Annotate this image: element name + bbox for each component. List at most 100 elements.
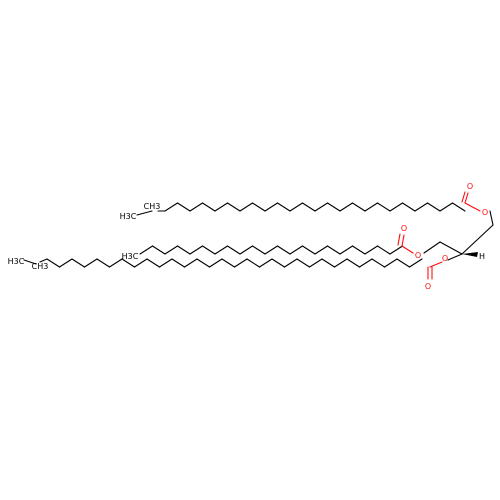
top-chain-bond xyxy=(339,202,354,212)
bottom-chain-bond xyxy=(383,258,398,268)
bottom-chain-bond xyxy=(108,258,123,268)
middle-chain-bond xyxy=(201,245,216,255)
top-chain-bond xyxy=(414,202,429,212)
bottom-chain-bond xyxy=(133,258,148,268)
middle-chain-bond xyxy=(289,245,304,255)
top-chain-bond xyxy=(176,202,191,212)
bottom-chain-bond xyxy=(221,258,236,268)
top-chain-bond xyxy=(164,202,179,212)
bottom-chain-bond xyxy=(196,258,211,268)
middle-carbonyl-bond xyxy=(397,233,401,246)
bottom-chain-bond xyxy=(46,258,61,268)
top-chain-bond xyxy=(401,202,416,212)
bottom-chain-bond xyxy=(71,258,86,268)
bottom-chain-bond xyxy=(358,258,373,268)
top-chain-bond xyxy=(451,202,466,212)
middle-ester-bond xyxy=(401,245,414,254)
bottom-chain-bond xyxy=(208,258,223,268)
bond-layer xyxy=(23,191,494,280)
glycerol-bond xyxy=(461,224,494,255)
top-chain-bond xyxy=(326,202,341,212)
middle-chain-bond xyxy=(239,245,254,255)
stereo-hydrogen: H xyxy=(479,252,485,261)
glycerol-bond xyxy=(439,241,463,255)
glycerol-bond xyxy=(423,241,441,254)
bottom-chain-bond xyxy=(58,258,73,268)
methyl-label-top-branch: CH3 xyxy=(144,202,161,211)
middle-chain-bond xyxy=(151,245,166,255)
middle-chain-bond xyxy=(164,245,179,255)
bottom-chain-bond xyxy=(121,258,136,268)
bottom-branch-bond xyxy=(39,258,48,263)
top-chain-bond xyxy=(426,202,441,212)
bottom-chain-bond xyxy=(233,258,248,268)
middle-chain-bond xyxy=(139,245,154,255)
middle-chain-bond xyxy=(176,245,191,255)
top-chain-bond xyxy=(264,202,279,212)
bottom-ethyl-bond xyxy=(23,259,37,265)
top-carbonyl-bond xyxy=(461,191,466,203)
top-chain-bond xyxy=(364,202,379,212)
top-chain-bond xyxy=(239,202,254,212)
bottom-chain-bond xyxy=(396,258,411,268)
top-chain-bond xyxy=(276,202,291,212)
middle-chain-bond xyxy=(251,245,266,255)
carbonyl-oxygen-top: O xyxy=(467,182,473,191)
bottom-chain-bond xyxy=(258,258,273,268)
middle-chain-bond xyxy=(189,245,204,255)
bottom-ester-bond xyxy=(429,261,443,268)
middle-chain-bond xyxy=(376,245,391,255)
top-carbonyl-bond xyxy=(464,192,469,204)
bottom-chain-bond xyxy=(171,258,186,268)
methyl-label-bottom-end: H3C xyxy=(8,257,25,266)
top-ethyl-bond xyxy=(136,210,153,216)
ester-oxygen-bottom: O xyxy=(442,254,448,263)
bottom-chain-bond xyxy=(83,258,98,268)
middle-carbonyl-bond xyxy=(401,234,405,247)
bottom-chain-bond xyxy=(146,258,161,268)
bottom-chain-bond xyxy=(333,258,348,268)
middle-chain-bond xyxy=(264,245,279,255)
middle-chain-bond xyxy=(276,245,291,255)
top-chain-bond xyxy=(226,202,241,212)
top-chain-bond xyxy=(351,202,366,212)
methyl-label-top-end: H3C xyxy=(120,212,137,221)
middle-chain-bond xyxy=(226,245,241,255)
bottom-chain-bond xyxy=(296,258,311,268)
top-chain-bond xyxy=(439,202,454,212)
atom-label-layer: O O O O O O H H3C CH3 H3C H3C CH3 xyxy=(8,182,489,291)
middle-chain-bond xyxy=(301,245,316,255)
top-chain-bond xyxy=(189,202,204,212)
bottom-chain-bond xyxy=(346,258,361,268)
bottom-chain-bond xyxy=(321,258,336,268)
bottom-chain-bond xyxy=(271,258,286,268)
bottom-chain-bond xyxy=(158,258,173,268)
top-ester-bond xyxy=(464,202,481,212)
methyl-label-bottom-branch: CH3 xyxy=(32,262,49,271)
carbonyl-oxygen-bottom: O xyxy=(425,282,431,291)
bottom-chain-bond xyxy=(283,258,298,268)
stereo-wedge-bond xyxy=(462,252,478,257)
top-chain-bond xyxy=(389,202,404,212)
methyl-label-middle-end: H3C xyxy=(122,252,139,261)
top-chain-bond xyxy=(301,202,316,212)
bottom-chain-bond xyxy=(408,258,423,268)
top-chain-bond xyxy=(314,202,329,212)
ester-oxygen-top: O xyxy=(482,208,488,217)
middle-chain-bond xyxy=(326,245,341,255)
glycerol-bond xyxy=(447,253,463,261)
bottom-chain-bond xyxy=(371,258,386,268)
middle-chain-bond xyxy=(389,245,404,255)
top-chain-bond xyxy=(201,202,216,212)
carbonyl-oxygen-middle: O xyxy=(401,224,407,233)
top-chain-bond xyxy=(214,202,229,212)
bottom-chain-bond xyxy=(96,258,111,268)
bottom-chain-bond xyxy=(308,258,323,268)
top-chain-bond xyxy=(251,202,266,212)
middle-chain-bond xyxy=(214,245,229,255)
top-chain-bond xyxy=(376,202,391,212)
ester-oxygen-middle: O xyxy=(415,251,421,260)
middle-chain-bond xyxy=(339,245,354,255)
